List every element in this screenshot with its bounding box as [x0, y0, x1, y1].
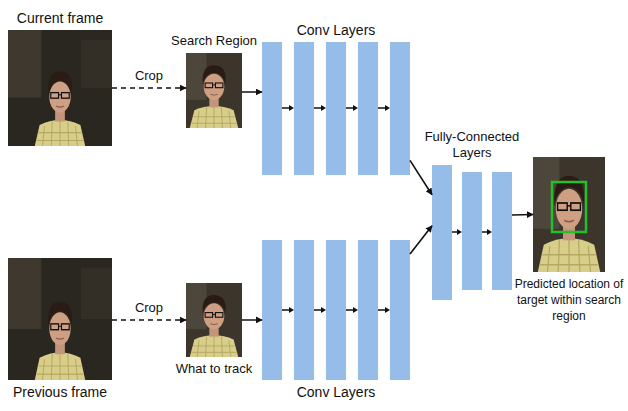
what-to-track-photo: [186, 283, 242, 357]
current-frame-photo: [8, 30, 112, 146]
node-label: What to track: [176, 361, 253, 377]
node-label: Conv Layers: [297, 22, 376, 38]
conv-stack: Conv Layers: [262, 42, 410, 175]
edge-label: Crop: [133, 68, 165, 84]
node-label: Conv Layers: [297, 384, 376, 400]
node-label: Fully-Connected Layers: [416, 129, 528, 161]
flow-arrow: [512, 214, 533, 216]
crop-arrow: [112, 87, 186, 89]
fc-layer-bars: [432, 165, 512, 300]
cropped-image: Search Region: [186, 53, 242, 128]
edge-label: Crop: [133, 300, 165, 316]
input-frame: Previous frame: [8, 258, 112, 380]
flow-arrow: [410, 226, 432, 254]
flow-arrow: [410, 160, 432, 194]
flow-arrow: [242, 91, 262, 93]
fc-stack: Fully-Connected Layers: [432, 165, 512, 300]
conv-layer-bars: [262, 42, 410, 380]
search-region-photo: [186, 53, 242, 128]
bounding-box: [552, 182, 586, 232]
input-frame: Current frame: [8, 30, 112, 146]
crop-arrow: [112, 319, 186, 321]
cropped-image: What to track: [186, 283, 242, 357]
flow-arrow: [242, 319, 262, 321]
conv-stack: Conv Layers: [262, 240, 410, 380]
prediction-photo: [533, 157, 605, 272]
node-label: Predicted location of target within sear…: [514, 276, 624, 324]
node-label: Search Region: [171, 33, 257, 49]
node-label: Current frame: [17, 10, 103, 26]
output-image: Predicted location of target within sear…: [533, 157, 605, 272]
node-label: Previous frame: [13, 384, 107, 400]
previous-frame-photo: [8, 258, 112, 380]
